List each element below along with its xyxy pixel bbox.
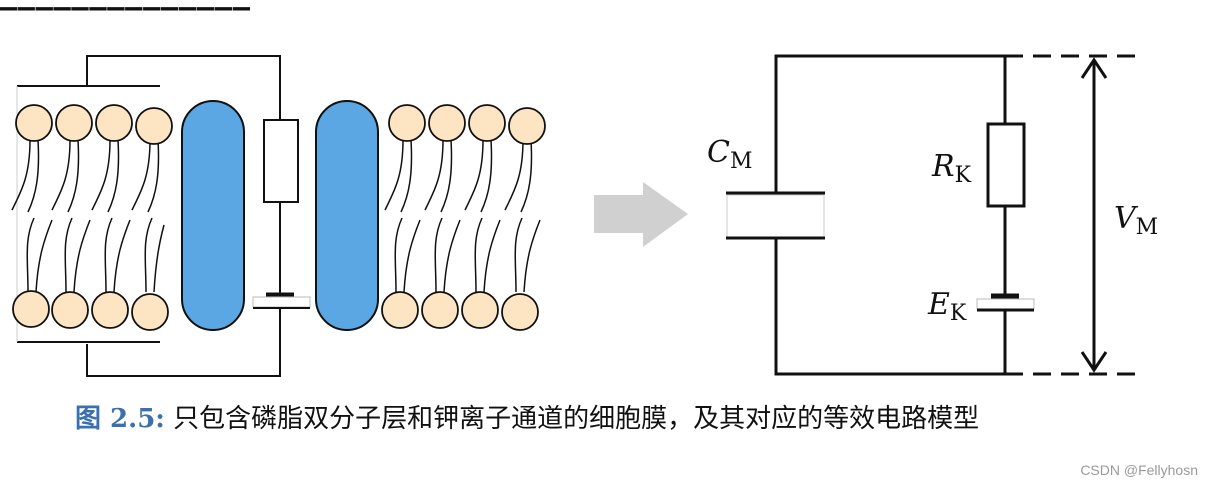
lipid-head (428, 104, 466, 142)
lipid-head (131, 293, 169, 331)
ion-channel-left (181, 100, 245, 331)
lipid-head (468, 104, 506, 142)
capacitor-label: CM (707, 135, 753, 174)
battery-label: EK (927, 287, 967, 326)
lipid-head (15, 104, 53, 142)
lipid-head (55, 104, 93, 142)
lipid-head (12, 290, 50, 328)
lipid-tails-right (384, 139, 541, 293)
figure-caption: 图 2.5: 只包含磷脂双分子层和钾离子通道的细胞膜，及其对应的等效电路模型 (75, 398, 979, 435)
lipid-head (501, 293, 539, 331)
voltage-label: VM (1114, 201, 1158, 240)
membrane-circuit-diagram: CM RK EK VM (11, 54, 1158, 377)
resistor-label: RK (931, 149, 972, 188)
lipid-head (381, 291, 419, 329)
figure-number: 图 2.5: (75, 404, 165, 434)
membrane-wiring (16, 55, 311, 377)
lipid-head (95, 104, 133, 142)
cropped-top-text: ▁▁▁▁▁▁▁▁▁▁▁▁▁▁ (0, 0, 251, 11)
lipid-head (135, 107, 173, 145)
transform-arrow (594, 182, 688, 247)
lipid-head (461, 291, 499, 329)
watermark: CSDN @Fellyhosn (1080, 462, 1198, 478)
equivalent-circuit (726, 54, 1135, 376)
lipid-head (508, 107, 546, 145)
lipid-head (421, 291, 459, 329)
lipid-heads (12, 104, 546, 331)
lipid-head (51, 291, 89, 329)
lipid-tails-left (11, 139, 165, 293)
caption-text: 只包含磷脂双分子层和钾离子通道的细胞膜，及其对应的等效电路模型 (173, 404, 980, 434)
lipid-head (91, 291, 129, 329)
ion-channel-right (315, 100, 379, 331)
lipid-head (388, 104, 426, 142)
